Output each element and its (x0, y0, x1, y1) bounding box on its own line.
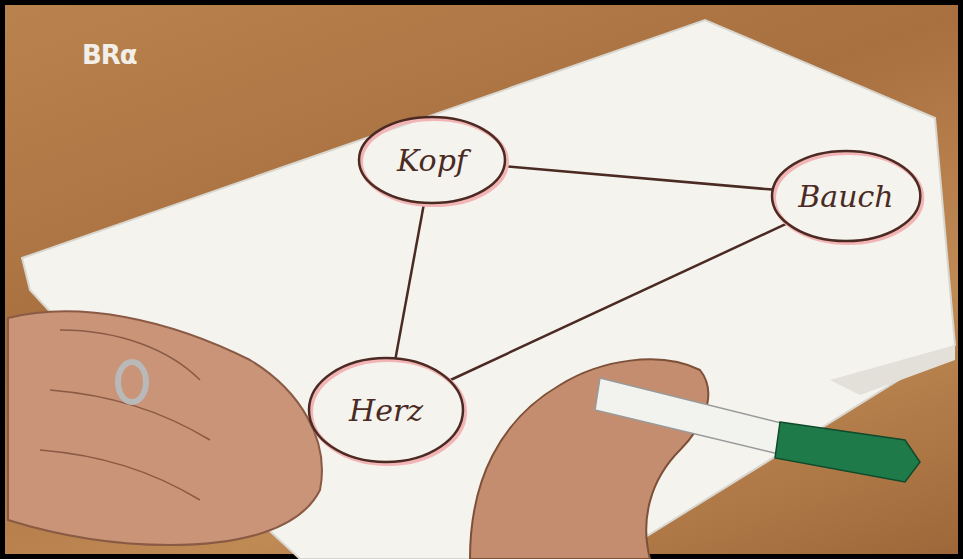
circle-stroke (309, 358, 463, 462)
finger-lines (40, 330, 210, 500)
circle-stroke (359, 117, 505, 203)
connector-line (395, 203, 424, 359)
pen-cap (775, 422, 920, 482)
connector-line (504, 166, 772, 189)
circle-label: Kopf (397, 144, 467, 177)
circle-label: Bauch (798, 180, 893, 213)
right-hand (470, 359, 708, 559)
circle-label: Herz (349, 394, 423, 427)
connector-line (449, 223, 787, 380)
hand-drawn-circle: Bauch (769, 148, 923, 244)
ring (118, 362, 146, 402)
paper-stack (830, 345, 955, 395)
hand-drawn-circle: Herz (306, 355, 466, 465)
channel-watermark: BRα (82, 40, 137, 70)
left-hand (8, 311, 322, 545)
marker-pen (595, 378, 920, 482)
hand-drawn-circle: Kopf (356, 114, 508, 206)
circle-stroke (772, 151, 920, 241)
